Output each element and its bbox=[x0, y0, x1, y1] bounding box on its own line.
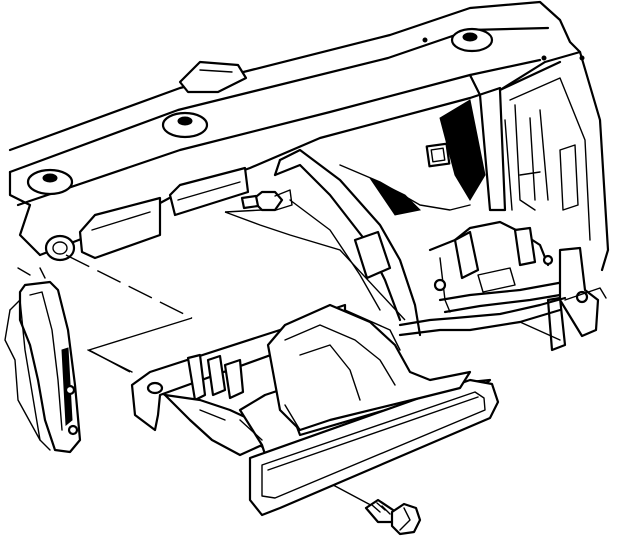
bolt-head-icon bbox=[390, 502, 422, 536]
frame-shadow-2 bbox=[368, 176, 422, 216]
frame-window-1 bbox=[78, 196, 162, 260]
frame-tab bbox=[178, 60, 248, 94]
duct-scoop bbox=[266, 303, 472, 432]
duct-housing bbox=[130, 303, 500, 517]
front-mount-hole bbox=[44, 234, 76, 262]
flange-bolt-hole bbox=[146, 381, 164, 395]
left-side-bracket bbox=[4, 267, 82, 454]
flange-guide-line bbox=[87, 349, 133, 373]
frame-square-hole bbox=[425, 142, 451, 168]
frame-shadow-1 bbox=[439, 99, 486, 201]
duct-side-panel bbox=[163, 393, 264, 457]
front-stud bbox=[240, 189, 293, 212]
frame-rail bbox=[8, 0, 610, 272]
mount-pad-3 bbox=[450, 27, 494, 53]
mount-pad-1 bbox=[26, 168, 74, 196]
mount-bracket bbox=[273, 148, 607, 352]
retaining-bolt bbox=[364, 498, 422, 536]
bracket-slot bbox=[353, 230, 392, 280]
mount-pad-2 bbox=[161, 111, 209, 139]
duct-outlet-rim bbox=[248, 378, 500, 517]
